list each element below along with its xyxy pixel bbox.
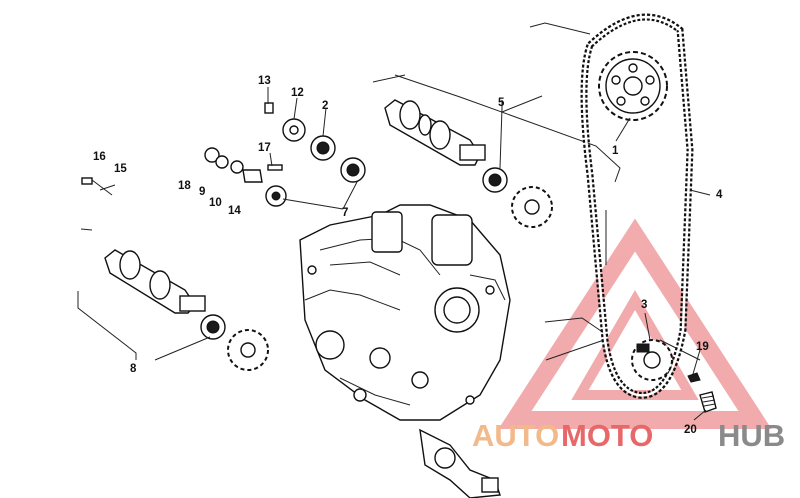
callout-20: 20 — [684, 424, 697, 436]
callout-15: 15 — [114, 163, 127, 175]
leader-lines — [154, 87, 711, 421]
watermark-auto: AUTO — [472, 418, 559, 453]
small-parts — [81, 102, 366, 207]
lower-shaft — [419, 428, 501, 498]
callout-12: 12 — [291, 87, 304, 99]
callout-16: 16 — [93, 151, 106, 163]
callout-labels: 1 2 3 4 5 7 8 9 10 12 13 14 15 16 17 18 … — [93, 75, 723, 436]
watermark-moto: MOTO — [561, 418, 653, 453]
watermark-hub: HUB — [718, 418, 785, 453]
lower-camshaft — [104, 249, 269, 371]
timing-chain — [580, 13, 694, 399]
callout-2: 2 — [322, 100, 328, 112]
bracket-lines — [77, 22, 701, 361]
callout-18: 18 — [178, 180, 191, 192]
callout-4: 4 — [716, 189, 723, 201]
upper-sprocket — [598, 51, 668, 121]
callout-9: 9 — [199, 186, 205, 198]
callout-19: 19 — [696, 341, 709, 353]
callout-8: 8 — [130, 363, 137, 375]
callout-17: 17 — [258, 142, 271, 154]
callout-3: 3 — [641, 299, 647, 311]
tensioner-parts — [687, 372, 717, 413]
callout-7: 7 — [342, 207, 348, 219]
callout-14: 14 — [228, 205, 241, 217]
watermark-logo: AUTO MOTO HUB — [472, 418, 785, 453]
lower-sprocket — [631, 339, 673, 381]
upper-camshaft — [384, 99, 553, 228]
callout-5: 5 — [498, 97, 505, 109]
callout-1: 1 — [612, 145, 619, 157]
callout-13: 13 — [258, 75, 271, 87]
cylinder-head — [299, 204, 511, 421]
callout-10: 10 — [209, 197, 222, 209]
